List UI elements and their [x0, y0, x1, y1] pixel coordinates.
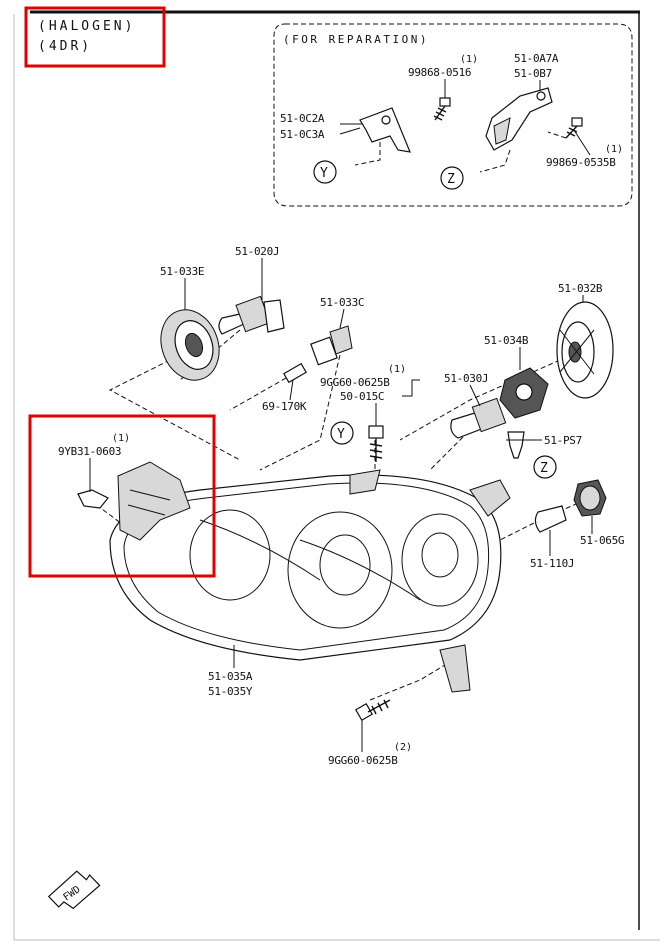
small-bulb-icon: [283, 362, 307, 384]
bracket-highlight-box: [28, 414, 216, 578]
seal-ring-icon: [160, 309, 220, 381]
marker-y-main-circle: [330, 421, 354, 445]
cover-cap-icon: [556, 301, 614, 399]
inset-title: (FOR REPARATION): [283, 33, 429, 46]
label-69-170k: 69-170K: [262, 400, 307, 413]
label-51-033e: 51-033E: [160, 265, 204, 278]
label-9gg60-0625b-a: 9GG60-0625B: [320, 376, 390, 389]
label-51-ps7: 51-PS7: [544, 434, 582, 447]
screw-icon: [433, 97, 451, 121]
inset-marker-y: Y: [320, 166, 328, 181]
label-51-065g: 51-065G: [580, 534, 624, 547]
bracket-icon: [77, 461, 191, 541]
inset-part-99868-0516: 99868-0516: [408, 66, 471, 79]
inset-reparation: (FOR REPARATION) (1) 99868-0516 51-0A7A …: [273, 23, 633, 207]
page-frame: [13, 10, 660, 941]
headlamp-housing-icon: [109, 469, 511, 693]
label-51-033c: 51-033C: [320, 296, 364, 309]
main-marker-z: Z: [540, 461, 548, 476]
main-marker-y: Y: [337, 427, 345, 442]
marker-z-circle: [440, 166, 464, 190]
marker-z-main-circle: [533, 455, 557, 479]
clip-icon: [506, 431, 526, 459]
inset-part-99869-0535b: 99869-0535B: [546, 156, 616, 169]
label-51-034b: 51-034B: [484, 334, 529, 347]
inset-part-51-0c3a: 51-0C3A: [280, 128, 325, 141]
label-51-020j: 51-020J: [235, 245, 279, 258]
bulb-icon: [310, 325, 353, 366]
label-51-032b: 51-032B: [558, 282, 603, 295]
header-halogen: (HALOGEN): [38, 19, 135, 34]
socket-icon: [499, 367, 549, 419]
bolt-icon: [354, 699, 391, 722]
inset-qty-99869: (1): [605, 144, 623, 155]
bolt-icon: [368, 425, 384, 462]
screw-icon: [547, 117, 583, 139]
bracket-icon: [479, 87, 553, 173]
bulb-icon: [218, 295, 285, 335]
inset-part-51-0a7a: 51-0A7A: [514, 52, 559, 65]
bracket-icon: [354, 107, 411, 166]
label-9gg60-0625b-b: 9GG60-0625B: [328, 754, 398, 767]
label-50-015c: 50-015C: [340, 390, 384, 403]
inset-marker-z: Z: [447, 172, 455, 187]
qty-9yb31: (1): [112, 433, 130, 444]
header-highlight-box: [24, 6, 166, 68]
socket-icon: [573, 479, 607, 517]
label-51-035y: 51-035Y: [208, 685, 253, 698]
inset-part-51-0c2a: 51-0C2A: [280, 112, 325, 125]
label-9yb31-0603: 9YB31-0603: [58, 445, 121, 458]
inset-qty-99868: (1): [460, 54, 478, 65]
label-51-110j: 51-110J: [530, 557, 574, 570]
marker-y-circle: [313, 160, 337, 184]
header-4dr: (4DR): [38, 39, 92, 54]
bulb-icon: [450, 397, 507, 439]
label-51-030j: 51-030J: [444, 372, 488, 385]
label-51-035a: 51-035A: [208, 670, 253, 683]
fwd-arrow-icon: FWD: [47, 870, 101, 910]
inset-part-51-0b7: 51-0B7: [514, 67, 552, 80]
bulb-icon: [534, 505, 567, 533]
qty-9gg60-a: (1): [388, 364, 406, 375]
qty-9gg60-b: (2): [394, 742, 412, 753]
